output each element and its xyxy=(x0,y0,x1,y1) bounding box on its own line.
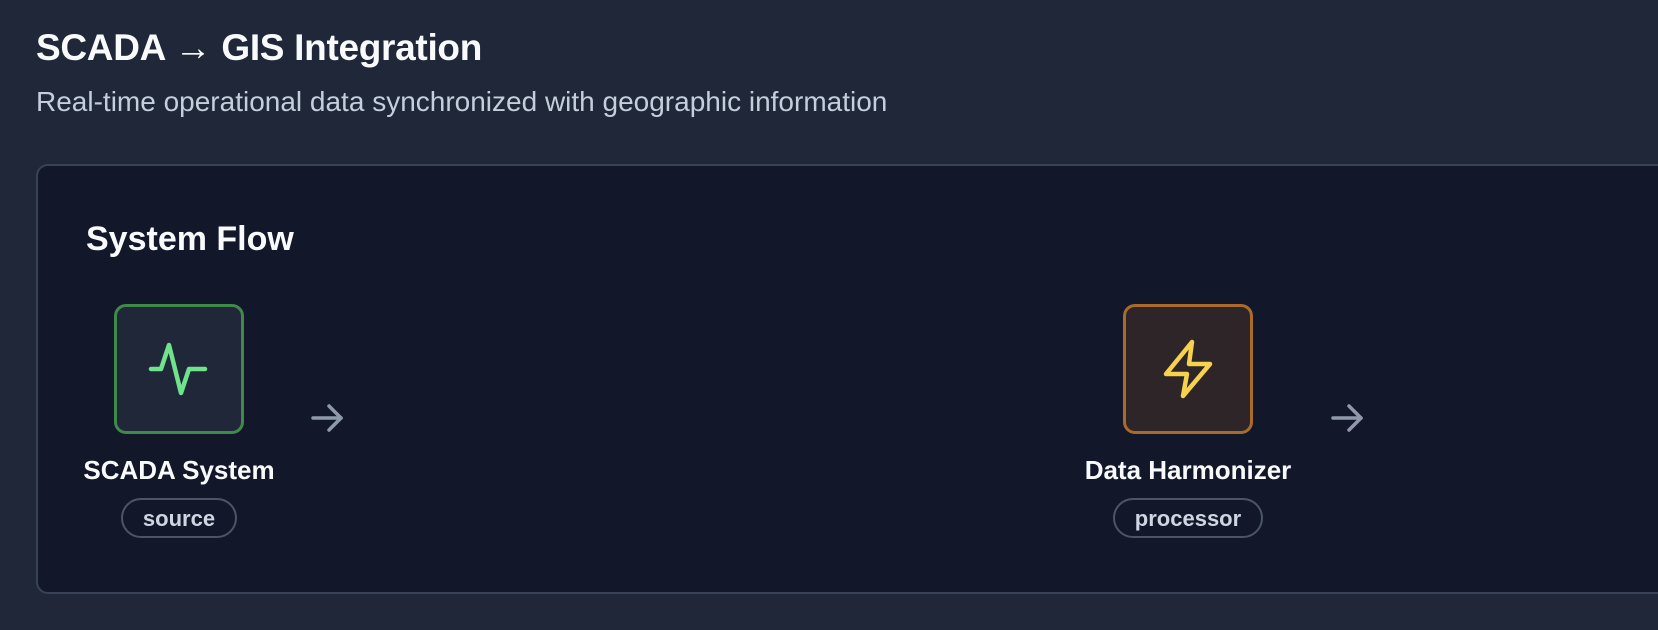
system-flow-title: System Flow xyxy=(86,220,294,258)
node-icon-box xyxy=(114,304,244,434)
activity-icon xyxy=(148,342,208,396)
node-label: SCADA System xyxy=(83,455,275,485)
node-icon-box xyxy=(1123,304,1253,434)
lightning-bolt-icon xyxy=(1163,339,1213,399)
page-subtitle: Real-time operational data synchronized … xyxy=(36,86,888,117)
page-title: SCADA → GIS Integration xyxy=(36,27,483,68)
node-type-badge: processor xyxy=(1112,498,1264,538)
node-label: Data Harmonizer xyxy=(1084,455,1292,485)
node-type-badge: source xyxy=(120,498,238,538)
flow-node-scada-system[interactable]: SCADA System source xyxy=(59,304,299,538)
arrow-right-icon xyxy=(1331,404,1363,432)
flow-node-data-harmonizer[interactable]: Data Harmonizer processor xyxy=(1068,304,1308,538)
system-flow-card: System Flow SCADA System source Data Ha xyxy=(36,164,1658,594)
arrow-right-icon xyxy=(311,404,343,432)
